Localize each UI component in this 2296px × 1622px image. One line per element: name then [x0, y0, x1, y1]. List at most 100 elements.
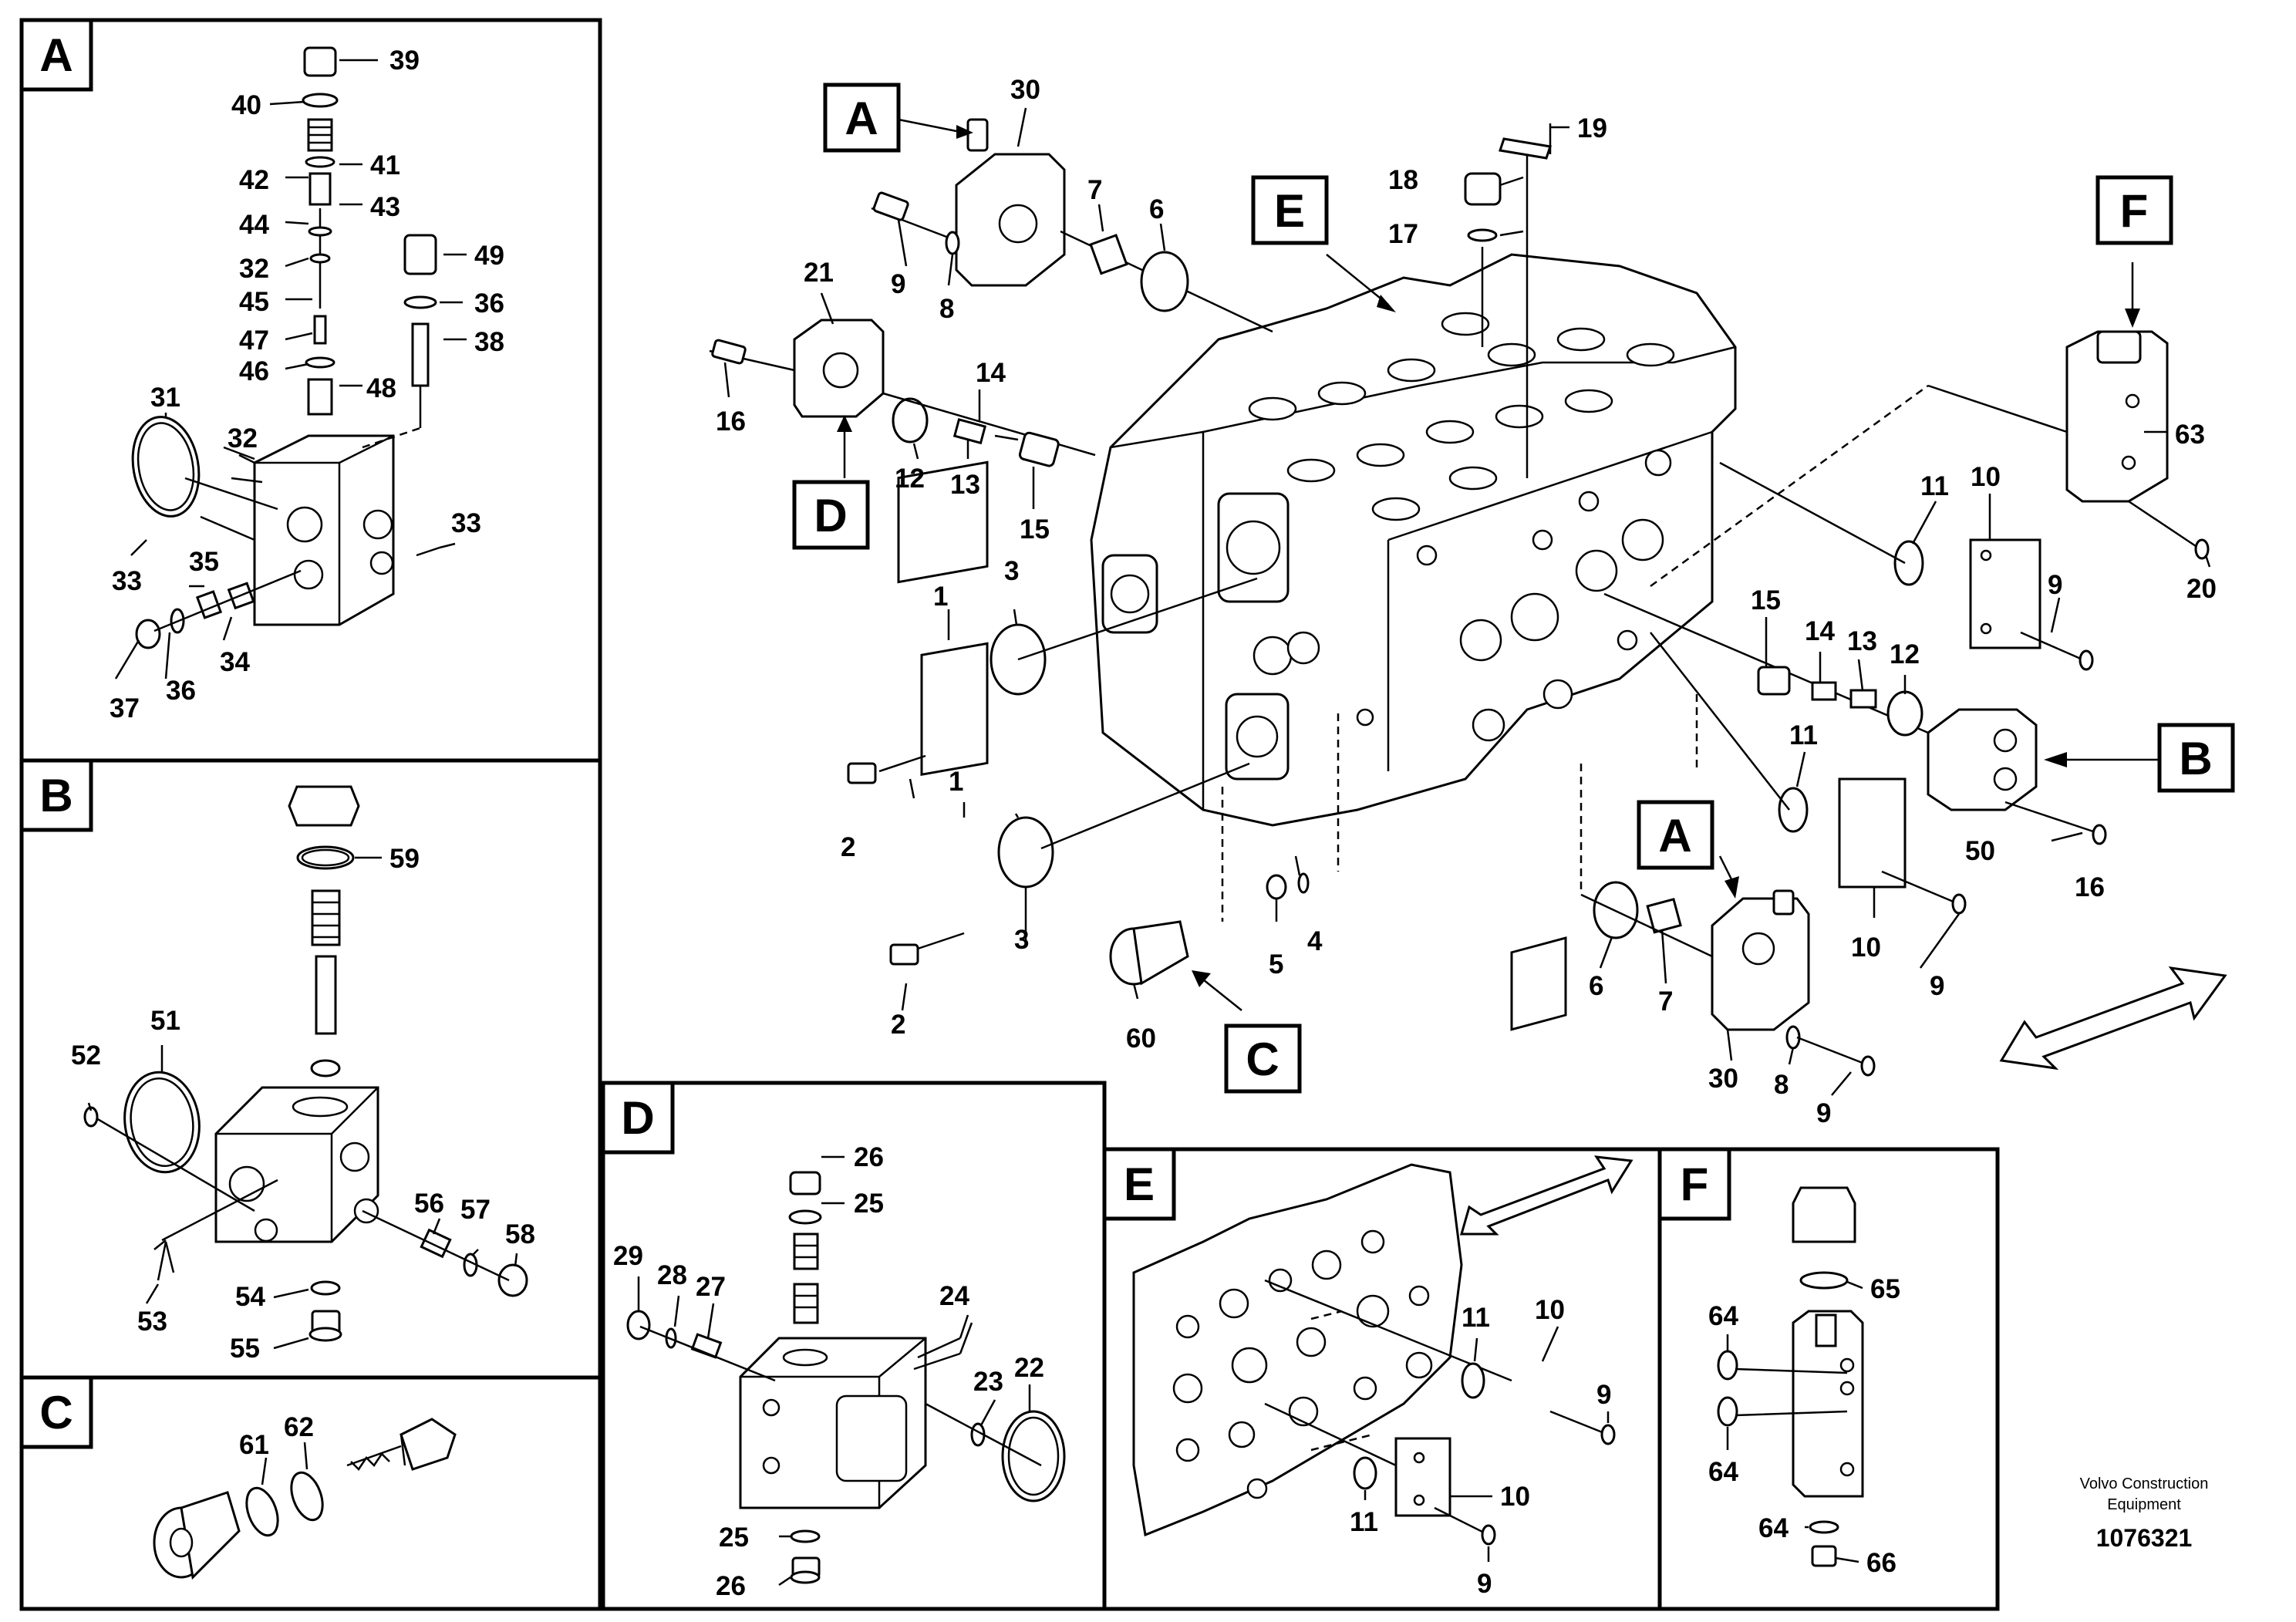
- label: 20: [2186, 574, 2217, 604]
- label: 10: [1535, 1295, 1565, 1325]
- label: 57: [460, 1195, 491, 1225]
- label: 9: [1477, 1569, 1492, 1599]
- panel-a-letter: A: [39, 29, 72, 81]
- label: 53: [137, 1307, 167, 1337]
- label: 54: [235, 1282, 265, 1312]
- callout-c: C: [1224, 1023, 1302, 1094]
- label: 6: [1589, 971, 1603, 1001]
- panel-e-labels: 11 10 9 11 10 9: [1350, 1295, 1611, 1599]
- label: 27: [696, 1272, 726, 1302]
- label: 8: [1774, 1070, 1789, 1100]
- label: 24: [939, 1281, 969, 1311]
- label: 15: [1751, 585, 1781, 615]
- label: 16: [2075, 872, 2105, 902]
- label: 15: [1020, 514, 1050, 545]
- label: 19: [1577, 113, 1607, 143]
- label: 49: [474, 241, 504, 271]
- label: 36: [166, 676, 196, 706]
- label: 47: [239, 325, 269, 356]
- label: 9: [891, 269, 905, 299]
- panel-b-letter: B: [39, 770, 72, 821]
- label: 18: [1388, 165, 1418, 195]
- label: 26: [854, 1142, 884, 1172]
- label: 29: [613, 1241, 643, 1271]
- label: 2: [891, 1010, 905, 1040]
- label: 8: [939, 294, 954, 324]
- label: 21: [804, 258, 834, 288]
- panel-f-labels: 65 64 64 64 66: [1708, 1274, 1900, 1578]
- label: 31: [150, 383, 180, 413]
- label: 3: [1014, 925, 1029, 955]
- label: 56: [414, 1189, 444, 1219]
- label: 62: [284, 1412, 314, 1442]
- label: 23: [973, 1367, 1003, 1397]
- label: 30: [1708, 1064, 1738, 1094]
- panel-b-drawing: [83, 785, 528, 1342]
- label: 37: [110, 693, 140, 723]
- label: 12: [1890, 639, 1920, 669]
- label: 16: [716, 406, 746, 437]
- label: 36: [474, 288, 504, 319]
- label: 40: [231, 90, 261, 120]
- callout-f: F: [2095, 175, 2173, 245]
- label: 25: [719, 1523, 749, 1553]
- label: 33: [112, 566, 142, 596]
- footer-line2: Equipment: [2107, 1496, 2181, 1513]
- label: 50: [1965, 836, 1995, 866]
- label: 9: [1816, 1098, 1831, 1128]
- panel-d-drawing: [626, 1171, 1066, 1584]
- label: 7: [1087, 175, 1102, 205]
- label: 58: [505, 1219, 535, 1249]
- panel-c-letter-box: C: [19, 1375, 93, 1449]
- panel-a-labels: 39 40 41 42 43 44 32 49 45 36 38 47 46 4…: [110, 46, 504, 723]
- panel-e-letter-box: E: [1102, 1147, 1176, 1221]
- svg-text:E: E: [1274, 185, 1305, 237]
- label: 38: [474, 327, 504, 357]
- label: 55: [230, 1334, 260, 1364]
- label: 41: [370, 150, 400, 180]
- label: 17: [1388, 219, 1418, 249]
- label: 44: [239, 210, 269, 240]
- main-parts: [709, 118, 2227, 1077]
- panel-f-frame: [1657, 1147, 2000, 1611]
- panel-f-drawing: [1717, 1186, 1864, 1567]
- panel-b-letter-box: B: [19, 758, 93, 832]
- label: 1: [949, 767, 963, 797]
- svg-text:C: C: [1246, 1034, 1279, 1085]
- svg-text:B: B: [2179, 733, 2212, 784]
- label: 64: [1758, 1513, 1789, 1543]
- label: 66: [1866, 1548, 1896, 1578]
- label: 11: [1920, 471, 1949, 501]
- label: 6: [1149, 194, 1164, 224]
- label: 3: [1004, 556, 1019, 586]
- label: 33: [451, 508, 481, 538]
- label: 12: [895, 464, 925, 494]
- panel-f-letter-box: F: [1657, 1147, 1731, 1221]
- label: 2: [841, 832, 855, 862]
- label: 34: [220, 647, 250, 677]
- footer-reference: Volvo Construction Equipment 1076321: [2080, 1475, 2209, 1552]
- callout-b: B: [2157, 723, 2235, 793]
- label: 1: [933, 582, 948, 612]
- label: 10: [1500, 1482, 1530, 1512]
- callout-d: D: [792, 480, 870, 550]
- label: 35: [189, 547, 219, 577]
- footer-line1: Volvo Construction: [2080, 1475, 2209, 1492]
- label: 43: [370, 192, 400, 222]
- svg-text:A: A: [845, 93, 878, 144]
- panel-c-labels: 61 62: [239, 1412, 314, 1460]
- label: 52: [71, 1040, 101, 1071]
- panel-d-labels: 26 25 29 28 27 24 23 22 25 26: [613, 1142, 1044, 1601]
- label: 22: [1014, 1353, 1044, 1383]
- label: 7: [1658, 986, 1673, 1017]
- label: 10: [1851, 932, 1881, 963]
- callout-a-bottom: A: [1637, 800, 1714, 870]
- label: 11: [1350, 1507, 1378, 1537]
- panel-c-drawing: [153, 1418, 457, 1580]
- label: 14: [976, 358, 1006, 388]
- label: 13: [950, 470, 980, 500]
- label: 48: [366, 373, 396, 403]
- label: 32: [239, 254, 269, 284]
- label: 42: [239, 165, 269, 195]
